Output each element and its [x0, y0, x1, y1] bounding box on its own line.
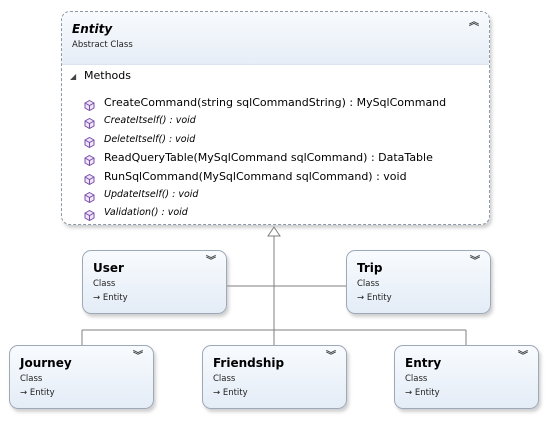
- entity-class-name: Entity: [72, 22, 113, 36]
- method-signature: RunSqlCommand(MySqlCommand sqlCommand) :…: [104, 169, 407, 183]
- method-cube-icon: [84, 206, 95, 224]
- methods-list: CreateCommand(string sqlCommandString) :…: [62, 94, 489, 223]
- method-cube-icon: [84, 151, 95, 170]
- double-chevron-down-icon[interactable]: ︾: [326, 351, 336, 362]
- entity-class-kind: Abstract Class: [72, 40, 133, 50]
- method-row[interactable]: UpdateItself() : void: [62, 186, 489, 204]
- entity-class-box[interactable]: Entity Abstract Class ︽ ◢ Methods Create…: [61, 11, 490, 225]
- double-chevron-down-icon[interactable]: ︾: [518, 351, 528, 362]
- friendship-class-name: Friendship: [213, 356, 285, 370]
- double-chevron-down-icon[interactable]: ︾: [133, 351, 143, 362]
- method-signature: Validation() : void: [104, 207, 188, 219]
- trip-base-class: → Entity: [357, 293, 392, 303]
- trip-class-name: Trip: [357, 261, 383, 275]
- method-row[interactable]: Validation() : void: [62, 204, 489, 222]
- entity-class-header: Entity Abstract Class ︽: [62, 12, 489, 65]
- methods-section-title: Methods: [84, 69, 131, 82]
- entry-base-class: → Entity: [405, 388, 440, 398]
- method-signature: DeleteItself() : void: [104, 133, 196, 145]
- method-cube-icon: [84, 188, 95, 207]
- method-row[interactable]: CreateItself() : void: [62, 112, 489, 130]
- methods-section-header[interactable]: ◢ Methods: [62, 65, 489, 91]
- method-cube-icon: [84, 96, 95, 115]
- user-class-box[interactable]: User Class → Entity ︾: [82, 250, 227, 314]
- trip-class-box[interactable]: Trip Class → Entity ︾: [346, 250, 491, 314]
- double-chevron-up-icon[interactable]: ︽: [469, 17, 479, 28]
- method-row[interactable]: CreateCommand(string sqlCommandString) :…: [62, 94, 489, 112]
- double-chevron-down-icon[interactable]: ︾: [206, 256, 216, 267]
- journey-class-kind: Class: [20, 374, 43, 384]
- method-row[interactable]: ReadQueryTable(MySqlCommand sqlCommand) …: [62, 149, 489, 167]
- journey-class-box[interactable]: Journey Class → Entity ︾: [9, 345, 154, 409]
- method-signature: CreateItself() : void: [104, 115, 196, 127]
- friendship-base-class: → Entity: [213, 388, 248, 398]
- friendship-class-kind: Class: [213, 374, 236, 384]
- user-class-kind: Class: [93, 279, 116, 289]
- entry-class-name: Entry: [405, 356, 442, 370]
- method-signature: UpdateItself() : void: [104, 188, 199, 200]
- method-signature: ReadQueryTable(MySqlCommand sqlCommand) …: [104, 151, 433, 165]
- method-cube-icon: [84, 170, 95, 189]
- double-chevron-down-icon[interactable]: ︾: [470, 256, 480, 267]
- journey-class-name: Journey: [20, 356, 72, 370]
- collapse-triangle-icon[interactable]: ◢: [70, 72, 77, 81]
- trip-class-kind: Class: [357, 279, 380, 289]
- method-signature: CreateCommand(string sqlCommandString) :…: [104, 96, 447, 109]
- inheritance-arrowhead: [267, 226, 281, 237]
- method-row[interactable]: RunSqlCommand(MySqlCommand sqlCommand) :…: [62, 168, 489, 186]
- user-base-class: → Entity: [93, 293, 128, 303]
- entry-class-kind: Class: [405, 374, 428, 384]
- method-cube-icon: [84, 133, 95, 152]
- user-class-name: User: [93, 261, 124, 275]
- method-row[interactable]: DeleteItself() : void: [62, 131, 489, 149]
- entry-class-box[interactable]: Entry Class → Entity ︾: [394, 345, 539, 409]
- friendship-class-box[interactable]: Friendship Class → Entity ︾: [202, 345, 347, 409]
- method-cube-icon: [84, 114, 95, 133]
- journey-base-class: → Entity: [20, 388, 55, 398]
